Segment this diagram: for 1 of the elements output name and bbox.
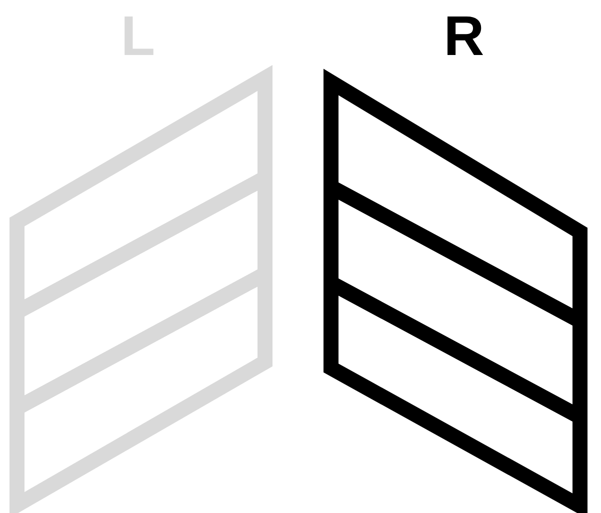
heading-letter: R <box>444 8 484 64</box>
